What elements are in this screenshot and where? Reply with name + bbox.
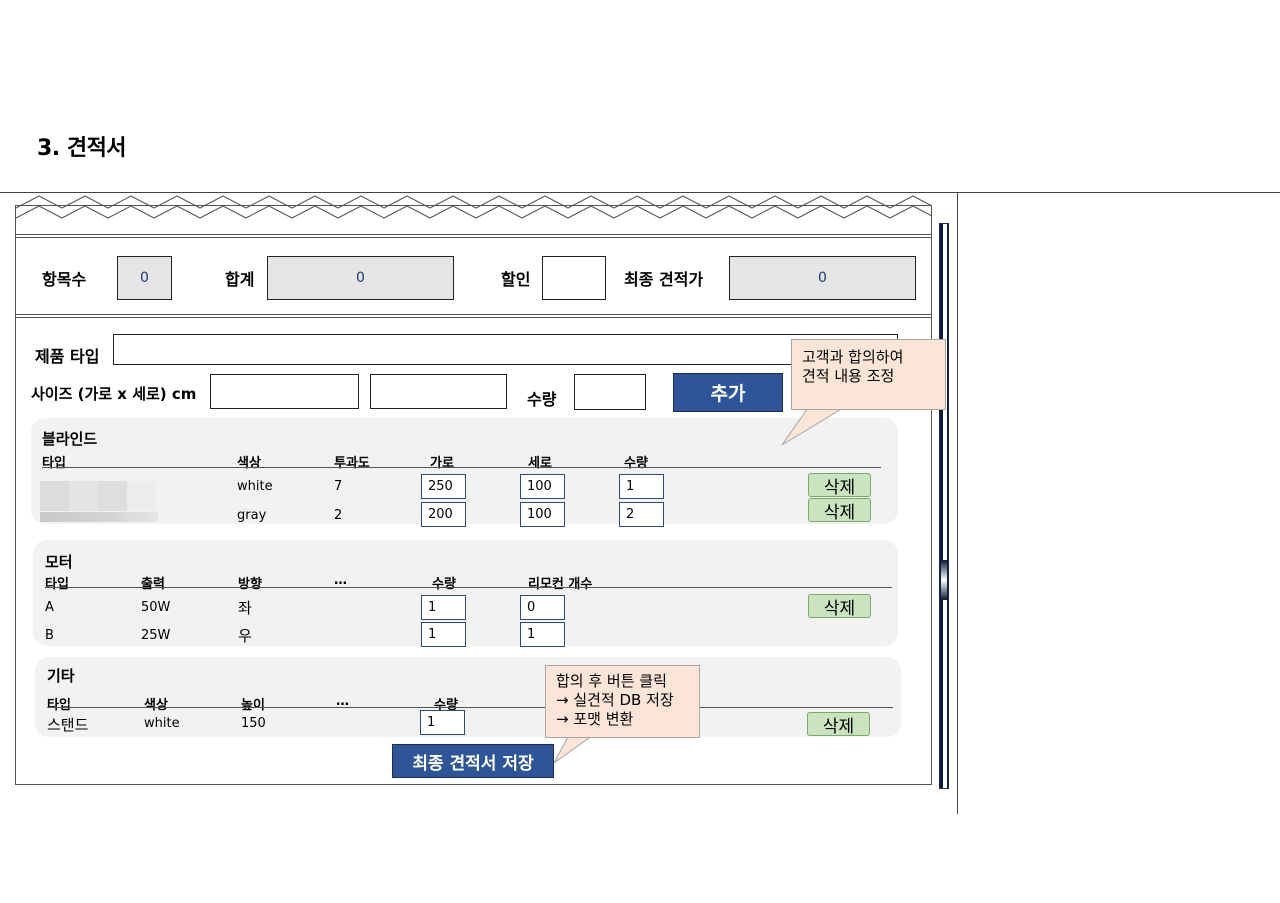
- blind-row2-color: gray: [237, 508, 267, 523]
- callout-adjust: 고객과 합의하여 견적 내용 조정: [791, 339, 946, 410]
- etc-header-rule: [47, 707, 893, 708]
- quantity-label: 수량: [527, 390, 557, 409]
- motor-row1-direction: 좌: [238, 599, 252, 617]
- save-final-quote-button[interactable]: 최종 견적서 저장: [392, 744, 554, 778]
- discount-input[interactable]: [542, 256, 606, 300]
- etc-header-type: 타입: [47, 698, 71, 713]
- motor-row2-remotes-input[interactable]: 1: [520, 622, 565, 647]
- height-input[interactable]: [370, 374, 507, 409]
- blind-row1-color: white: [237, 479, 273, 494]
- etc-header-height: 높이: [241, 698, 265, 713]
- divider: [16, 234, 932, 238]
- motor-header-type: 타입: [45, 577, 69, 592]
- blind-header-color: 색상: [237, 456, 261, 471]
- blind-type-thumbnail: [40, 512, 158, 522]
- page-title: 3. 견적서: [37, 136, 127, 161]
- motor-row2-qty-input[interactable]: 1: [421, 622, 466, 647]
- total-label: 합계: [225, 270, 255, 289]
- motor-header-direction: 방향: [238, 577, 262, 592]
- blind-row1-height-input[interactable]: 100: [520, 474, 565, 499]
- callout-save-pointer: [553, 733, 597, 764]
- blind-row2-height-input[interactable]: 100: [520, 502, 565, 527]
- callout-save: 합의 후 버튼 클릭 → 실견적 DB 저장 → 포맷 변환: [545, 665, 700, 738]
- callout-save-line: → 실견적 DB 저장: [556, 691, 674, 709]
- header-divider: [0, 192, 1280, 193]
- width-input[interactable]: [210, 374, 359, 409]
- blind-row2-width-input[interactable]: 200: [421, 502, 466, 527]
- total-value: 0: [267, 256, 454, 300]
- quantity-input[interactable]: [574, 374, 646, 410]
- blind-row1-transmittance: 7: [334, 479, 343, 494]
- size-label: 사이즈 (가로 x 세로) cm: [31, 385, 197, 403]
- blind-row2-delete-button[interactable]: 삭제: [808, 498, 871, 523]
- scrollbar-thumb[interactable]: [941, 560, 947, 600]
- motor-row2-direction: 우: [238, 627, 252, 645]
- motor-title: 모터: [45, 553, 73, 571]
- etc-header-qty: 수량: [434, 698, 458, 713]
- final-price-value: 0: [729, 256, 916, 300]
- etc-title: 기타: [47, 667, 75, 685]
- motor-row1-power: 50W: [141, 600, 171, 615]
- etc-row1-color: white: [144, 716, 180, 731]
- scrollbar[interactable]: [939, 223, 949, 789]
- blind-header-width: 가로: [430, 456, 454, 471]
- callout-save-line: 합의 후 버튼 클릭: [556, 672, 667, 690]
- etc-panel: [35, 657, 901, 737]
- callout-adjust-line: 고객과 합의하여: [802, 348, 904, 366]
- blind-row2-transmittance: 2: [334, 508, 343, 523]
- motor-header-ellipsis: …: [334, 573, 347, 588]
- etc-row1-type: 스탠드: [47, 716, 89, 734]
- etc-header-ellipsis: …: [336, 694, 349, 709]
- motor-row1-delete-button[interactable]: 삭제: [808, 594, 871, 619]
- vertical-divider: [957, 192, 958, 814]
- blind-header-type: 타입: [42, 456, 66, 471]
- blind-header-transmittance: 투과도: [334, 456, 370, 471]
- motor-row2-power: 25W: [141, 628, 171, 643]
- discount-label: 할인: [501, 270, 531, 289]
- item-count-label: 항목수: [42, 270, 87, 289]
- torn-edge: [16, 195, 932, 219]
- motor-header-rule: [45, 587, 892, 588]
- blind-row1-width-input[interactable]: 250: [421, 474, 466, 499]
- blind-row1-qty-input[interactable]: 1: [619, 474, 664, 499]
- motor-header-power: 출력: [141, 577, 165, 592]
- etc-header-color: 색상: [144, 698, 168, 713]
- blind-title: 블라인드: [42, 430, 98, 448]
- motor-row2-type: B: [45, 628, 54, 643]
- divider: [16, 314, 932, 318]
- product-type-label: 제품 타입: [35, 347, 100, 366]
- blind-header-rule: [42, 467, 881, 468]
- blind-row2-qty-input[interactable]: 2: [619, 502, 664, 527]
- product-type-input[interactable]: [113, 334, 898, 365]
- blind-row1-delete-button[interactable]: 삭제: [808, 473, 871, 498]
- etc-row1-delete-button[interactable]: 삭제: [807, 712, 870, 737]
- motor-row1-remotes-input[interactable]: 0: [520, 595, 565, 620]
- final-price-label: 최종 견적가: [624, 270, 704, 289]
- motor-header-remotes: 리모컨 개수: [528, 577, 593, 592]
- etc-row1-height: 150: [241, 716, 266, 731]
- blind-header-qty: 수량: [624, 456, 648, 471]
- callout-save-line: → 포맷 변환: [556, 710, 634, 728]
- etc-row1-qty-input[interactable]: 1: [420, 710, 465, 735]
- blind-type-thumbnail: [40, 481, 156, 511]
- add-button[interactable]: 추가: [673, 373, 783, 412]
- blind-header-height: 세로: [528, 456, 552, 471]
- item-count-value: 0: [117, 256, 172, 300]
- motor-row1-qty-input[interactable]: 1: [421, 595, 466, 620]
- callout-adjust-pointer: [781, 405, 849, 446]
- motor-header-qty: 수량: [432, 577, 456, 592]
- motor-row1-type: A: [45, 600, 54, 615]
- callout-adjust-line: 견적 내용 조정: [802, 367, 895, 385]
